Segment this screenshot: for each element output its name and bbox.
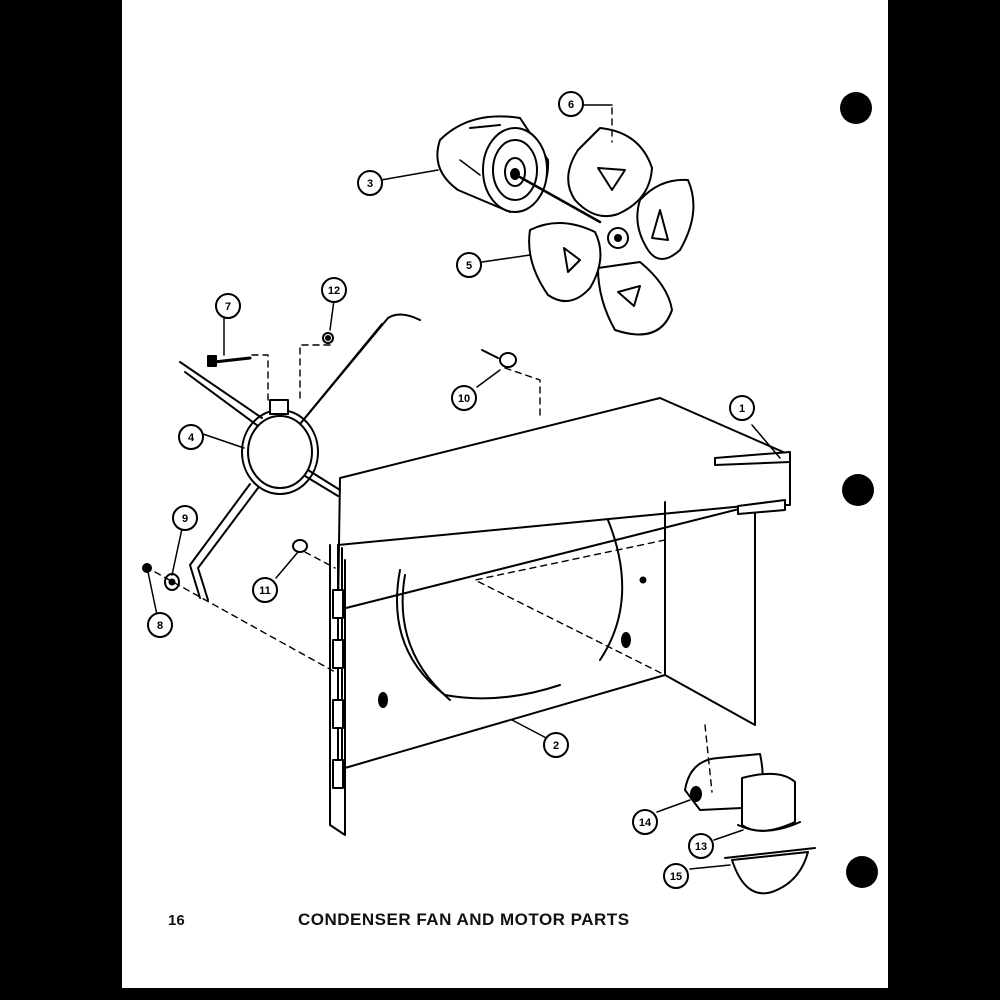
hardware-fasteners xyxy=(142,332,517,591)
capacitor-assembly xyxy=(684,753,816,895)
callout-numbers: 1 2 3 4 5 6 7 8 9 10 11 12 13 14 15 xyxy=(157,99,745,883)
page-number: 16 xyxy=(168,912,185,929)
binder-hole-top xyxy=(840,92,872,124)
callout-7: 7 xyxy=(225,301,231,313)
callout-11: 11 xyxy=(259,585,271,597)
callout-15: 15 xyxy=(670,871,682,883)
fan-shroud-panel xyxy=(329,397,791,836)
page-caption: CONDENSER FAN AND MOTOR PARTS xyxy=(298,910,630,929)
scan-border-bottom xyxy=(0,988,1000,1000)
fan-blade xyxy=(528,127,695,336)
callout-6: 6 xyxy=(568,99,574,111)
binder-hole-bottom xyxy=(846,856,878,888)
callout-3: 3 xyxy=(367,178,373,190)
callout-2: 2 xyxy=(553,740,559,752)
fan-motor xyxy=(436,115,602,224)
callout-13: 13 xyxy=(695,841,707,853)
callout-4: 4 xyxy=(188,432,195,444)
callout-12: 12 xyxy=(328,285,340,297)
scan-border-left xyxy=(0,0,122,1000)
callout-circles xyxy=(147,91,755,889)
motor-mount-bracket xyxy=(179,313,421,601)
callout-1: 1 xyxy=(739,403,745,415)
scan-border-right xyxy=(888,0,1000,1000)
callout-5: 5 xyxy=(466,260,472,272)
callout-leaders xyxy=(147,104,781,870)
callout-10: 10 xyxy=(458,393,470,405)
callout-9: 9 xyxy=(182,513,188,525)
binder-hole-middle xyxy=(842,474,874,506)
assembly-guide-lines xyxy=(154,107,791,793)
callout-14: 14 xyxy=(639,817,652,829)
callout-8: 8 xyxy=(157,620,163,632)
